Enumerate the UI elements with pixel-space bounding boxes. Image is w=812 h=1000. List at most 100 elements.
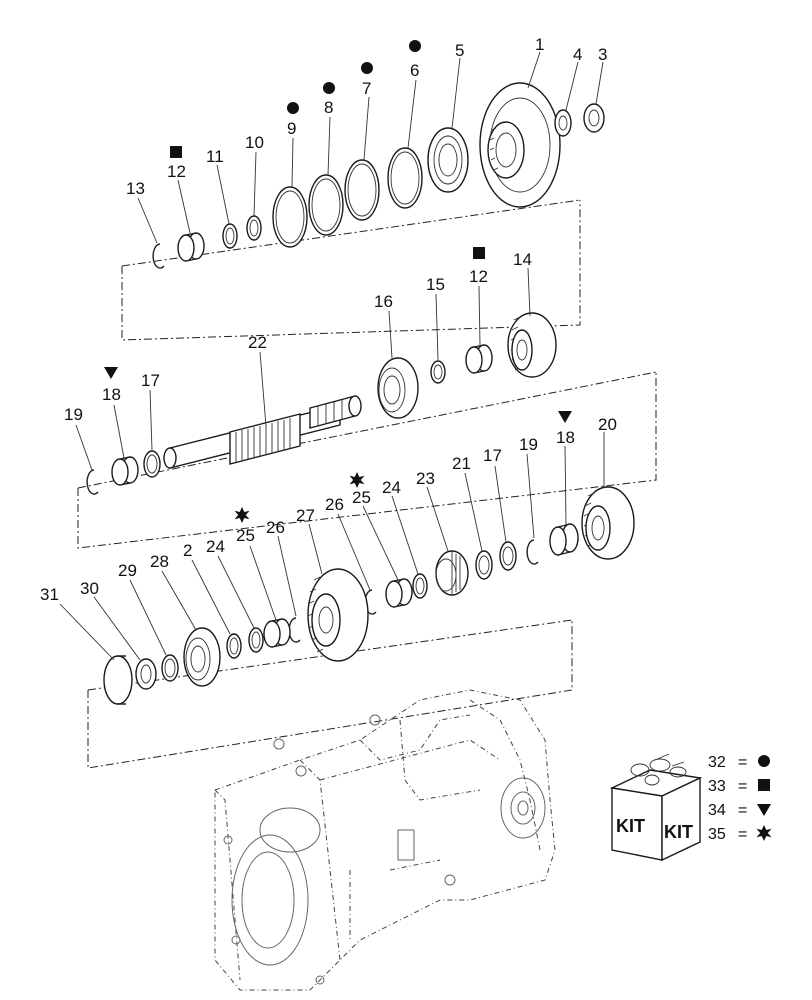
- part-6-shim[interactable]: [387, 147, 423, 209]
- callout-19-b: 19: [519, 435, 538, 454]
- part-25-bushing-a[interactable]: [385, 578, 413, 608]
- callout-8: 8: [324, 98, 333, 117]
- callout-25-b: 25: [236, 526, 255, 545]
- callout-21: 21: [452, 454, 471, 473]
- part-22-main-shaft[interactable]: [163, 395, 362, 469]
- triangle-down-icon: [558, 411, 572, 423]
- part-19-snap-ring-a[interactable]: [86, 469, 99, 495]
- part-7-shim[interactable]: [344, 159, 380, 221]
- part-18-bushing-a[interactable]: [111, 456, 139, 486]
- square-icon: [758, 779, 770, 791]
- circle-icon: [287, 102, 299, 114]
- part-20-gear[interactable]: [581, 486, 635, 560]
- kit-label-left: KIT: [616, 816, 645, 836]
- part-19-snap-ring-b[interactable]: [526, 539, 539, 565]
- part-18-bushing-b[interactable]: [549, 523, 579, 556]
- part-12-bushing-a[interactable]: [177, 232, 205, 262]
- part-12-bushing-b[interactable]: [465, 344, 493, 374]
- part-13-snap-ring[interactable]: [152, 243, 165, 269]
- callout-10: 10: [245, 133, 264, 152]
- part-9-shim[interactable]: [272, 186, 308, 248]
- part-4-washer[interactable]: [554, 109, 572, 137]
- callout-25-a: 25: [352, 488, 371, 507]
- part-24-ring-b[interactable]: [248, 627, 264, 653]
- callout-6: 6: [410, 61, 419, 80]
- part-15-ring[interactable]: [430, 360, 446, 384]
- legend-eq-33: =: [738, 778, 747, 795]
- callout-24-a: 24: [382, 478, 401, 497]
- callout-11: 11: [206, 147, 224, 166]
- callout-29: 29: [118, 561, 137, 580]
- kit-label-right: KIT: [664, 822, 693, 842]
- legend-num-33: 33: [708, 778, 726, 795]
- callout-31: 31: [40, 585, 59, 604]
- circle-icon: [323, 82, 335, 94]
- callout-12-b: 12: [469, 267, 488, 286]
- callout-18-b: 18: [556, 428, 575, 447]
- part-1-flange-hub[interactable]: [479, 82, 561, 208]
- part-2-ring[interactable]: [226, 633, 242, 659]
- part-31-cover[interactable]: [103, 655, 133, 705]
- part-16-bearing[interactable]: [377, 357, 419, 419]
- legend-num-32: 32: [708, 754, 726, 771]
- callout-13: 13: [126, 179, 145, 198]
- assembly-frame-row1: [121, 200, 581, 341]
- callout-19-a: 19: [64, 405, 83, 424]
- part-11-ring[interactable]: [222, 223, 238, 249]
- legend-num-35: 35: [708, 826, 726, 843]
- kit-box-illustration: KIT KIT: [609, 753, 703, 862]
- legend-eq-34: =: [738, 802, 747, 819]
- callout-27: 27: [296, 506, 315, 525]
- leader-lines-row3: [59, 432, 605, 661]
- legend-num-34: 34: [708, 802, 726, 819]
- part-23-synchronizer[interactable]: [435, 550, 469, 596]
- callout-5: 5: [455, 41, 464, 60]
- transmission-housing-outline: [214, 689, 556, 991]
- leader-lines-row2: [75, 267, 531, 471]
- callout-28: 28: [150, 552, 169, 571]
- part-17-ring-b[interactable]: [499, 541, 517, 571]
- part-30-nut[interactable]: [135, 658, 157, 690]
- star-icon: [349, 472, 365, 488]
- callout-26-b: 26: [266, 518, 285, 537]
- callout-23: 23: [416, 469, 435, 488]
- callout-3: 3: [598, 45, 607, 64]
- axis-line-row1: [121, 199, 581, 267]
- star-icon: [756, 825, 772, 841]
- callout-9: 9: [287, 119, 296, 138]
- callout-7: 7: [362, 79, 371, 98]
- part-24-ring-a[interactable]: [412, 573, 428, 599]
- callout-18-a: 18: [102, 385, 121, 404]
- part-21-ring[interactable]: [475, 550, 493, 580]
- callout-26-a: 26: [325, 495, 344, 514]
- callout-30: 30: [80, 579, 99, 598]
- callout-24-b: 24: [206, 537, 225, 556]
- part-29-ring[interactable]: [161, 654, 179, 682]
- part-14-gear[interactable]: [507, 312, 557, 378]
- legend-eq-35: =: [738, 826, 747, 843]
- callout-20: 20: [598, 415, 617, 434]
- callouts-row3: 20 18 19 17 21 23 24 25 26 27 26 25 24 2…: [40, 411, 617, 604]
- part-3-nut[interactable]: [583, 103, 605, 133]
- callout-12-a: 12: [167, 162, 186, 181]
- part-5-bearing[interactable]: [427, 127, 469, 193]
- callouts-row1: 1 3 4 5 6 7 8 9 10 11 12 13: [126, 35, 607, 198]
- part-8-shim[interactable]: [308, 174, 344, 236]
- callout-1: 1: [535, 35, 544, 54]
- part-10-ring[interactable]: [246, 215, 262, 241]
- part-27-gear[interactable]: [307, 568, 369, 662]
- callout-16: 16: [374, 292, 393, 311]
- callout-22: 22: [248, 333, 267, 352]
- callout-4: 4: [573, 45, 582, 64]
- callout-15: 15: [426, 275, 445, 294]
- star-icon: [234, 507, 250, 523]
- callouts-row2: 14 12 15 16 22 17 18 19: [64, 247, 532, 424]
- callout-2: 2: [183, 541, 192, 560]
- part-26-snap-ring-b[interactable]: [288, 617, 301, 643]
- circle-icon: [361, 62, 373, 74]
- part-25-bushing-b[interactable]: [263, 618, 291, 648]
- square-icon: [170, 146, 182, 158]
- part-17-ring-a[interactable]: [143, 450, 161, 478]
- part-28-bearing[interactable]: [183, 627, 221, 687]
